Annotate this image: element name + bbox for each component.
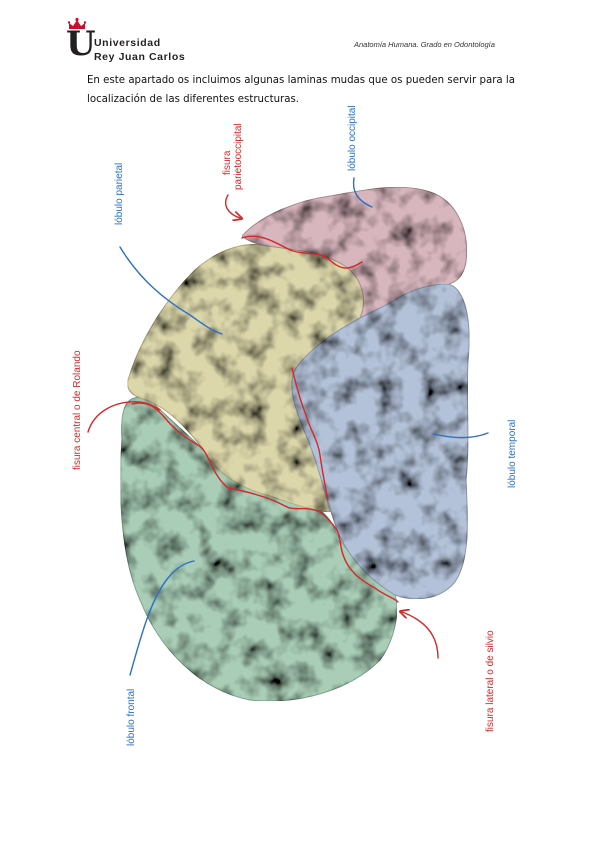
fissure-lines — [131, 235, 399, 603]
logo-university: Universidad — [94, 37, 161, 49]
label-lobulo-frontal: lóbulo frontal — [126, 689, 137, 746]
silvio-arrow — [402, 612, 439, 659]
university-logo: U Universidad Rey Juan Carlos — [66, 17, 206, 67]
parietooccipital-arrow — [224, 194, 240, 218]
crown-icon — [67, 17, 87, 29]
label-lobulo-temporal: lóbulo temporal — [507, 420, 518, 488]
fissure-pointers — [87, 194, 439, 659]
logo-name: Rey Juan Carlos — [94, 51, 186, 63]
temporal-lobe — [291, 283, 470, 600]
rolando-arrow — [87, 401, 161, 433]
brain-illustration — [120, 186, 470, 702]
temporal-pointer — [432, 432, 489, 439]
label-fisura-silvio: fisura lateral o de silvio — [485, 630, 496, 732]
figure-labels: lóbulo parietal fisura parietooccipital … — [72, 105, 518, 746]
intro-paragraph: En este apartado os incluimos algunas la… — [87, 71, 515, 109]
occipital-pointer — [352, 177, 373, 208]
intro-text: En este apartado os incluimos algunas la… — [87, 75, 515, 105]
label-lobulo-occipital: lóbulo occipital — [347, 105, 358, 171]
label-lobulo-parietal: lóbulo parietal — [114, 163, 125, 225]
label-fisura-1: fisura — [222, 150, 233, 175]
course-title: Anatomía Humana. Grado en Odontología — [354, 40, 495, 49]
central-fissure-line — [131, 402, 399, 603]
frontal-pointer — [129, 560, 195, 676]
label-fisura-parietooccipital: parietooccipital — [233, 123, 244, 190]
lobe-pointers — [119, 177, 489, 676]
lateral-fissure-line — [291, 367, 329, 501]
parietal-pointer — [119, 246, 223, 335]
parietooccipital-fissure-line — [241, 235, 363, 269]
label-fisura-rolando: fisura central o de Rolando — [72, 350, 83, 470]
logo-u-glyph: U — [66, 24, 96, 64]
